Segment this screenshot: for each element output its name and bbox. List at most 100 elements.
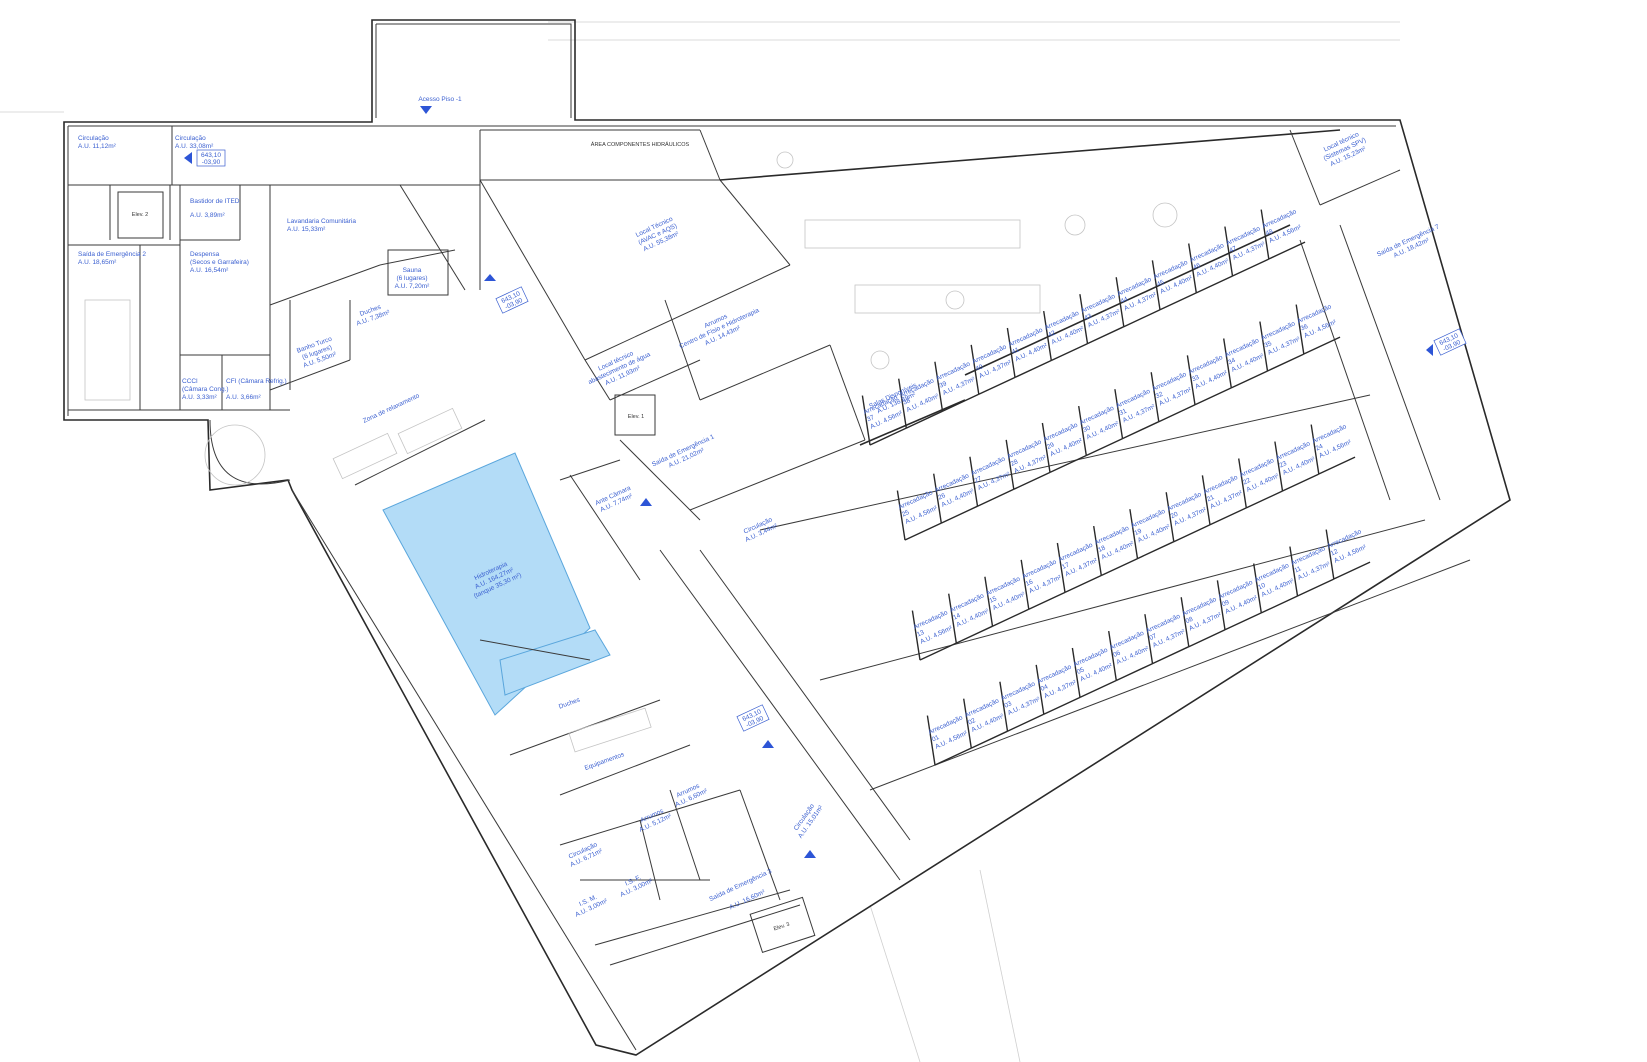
label-cfi: CFI (Câmara Refrig.) — [226, 378, 287, 385]
storage-unit-number: 25 — [901, 509, 911, 519]
label-bastidor: Bastidor de ITED — [190, 198, 240, 205]
storage-unit-number: 40 — [975, 363, 985, 373]
label-acesso-piso: Acesso Piso -1 — [418, 96, 462, 103]
storage-unit-number: 15 — [988, 595, 998, 605]
storage-unit-number: 38 — [902, 397, 912, 407]
svg-text:A.U. 3,89m²: A.U. 3,89m² — [190, 212, 226, 219]
storage-unit-number: 32 — [1155, 391, 1165, 401]
storage-unit-number: 09 — [1221, 599, 1231, 609]
interior-walls-left — [68, 126, 481, 485]
svg-text:(6 lugares): (6 lugares) — [396, 275, 427, 282]
label-duches-b: Duches — [558, 696, 582, 710]
storage-unit-number: 45 — [1156, 279, 1166, 289]
storage-unit-number: 33 — [1191, 374, 1201, 384]
svg-text:-03,90: -03,90 — [202, 159, 221, 166]
level-tag-b: 643,10 -03,90 — [495, 286, 529, 314]
label-area-componentes: ÁREA COMPONENTES HIDRÁULICOS — [591, 141, 690, 148]
arrow-up-icon — [640, 498, 652, 506]
storage-unit-number: 47 — [1228, 245, 1238, 255]
storage-unit-number: 02 — [967, 717, 977, 727]
storage-unit-number: 30 — [1082, 424, 1092, 434]
storage-unit-number: 13 — [916, 629, 926, 639]
svg-text:A.U. 3,66m²: A.U. 3,66m² — [226, 394, 262, 401]
svg-text:A.U. 11,12m²: A.U. 11,12m² — [78, 143, 117, 150]
storage-unit-number: 27 — [973, 475, 983, 485]
storage-unit-number: 48 — [1265, 228, 1275, 238]
storage-unit-number: 24 — [1315, 443, 1325, 453]
storage-unit-number: 39 — [938, 380, 948, 390]
storage-unit-number: 11 — [1293, 565, 1302, 574]
storage-unit-number: 34 — [1227, 357, 1237, 367]
storage-unit-number: 31 — [1118, 408, 1128, 418]
storage-unit-number: 28 — [1010, 458, 1020, 468]
storage-unit-number: 20 — [1170, 511, 1180, 521]
building-outline — [63, 19, 1511, 1056]
storage-unit-number: 06 — [1112, 649, 1122, 659]
label-elev3: Elev. 3 — [773, 922, 790, 933]
room-labels: Acesso Piso -1 ÁREA COMPONENTES HIDRÁULI… — [78, 96, 1441, 933]
storage-unit-number: 23 — [1278, 460, 1288, 470]
svg-text:A.U. 18,65m²: A.U. 18,65m² — [78, 259, 117, 266]
storage-unit-number: 18 — [1097, 544, 1107, 554]
arrow-left-icon — [1426, 344, 1433, 356]
storage-unit-number: 26 — [937, 492, 947, 502]
storage-unit-number: 42 — [1047, 329, 1057, 339]
pool-step — [499, 629, 611, 696]
label-ccc: CCCl — [182, 378, 198, 385]
label-sauna: Sauna — [403, 267, 422, 274]
interior-walls-core — [479, 129, 866, 581]
svg-text:A.U. 15,33m²: A.U. 15,33m² — [287, 226, 326, 233]
storage-unit-number: 46 — [1192, 262, 1202, 272]
level-arrows — [184, 106, 1433, 858]
south-rooms — [559, 789, 816, 966]
storage-unit-number: 35 — [1263, 340, 1273, 350]
arrow-up-icon — [484, 274, 496, 281]
svg-text:A.U. 33,08m²: A.U. 33,08m² — [175, 143, 214, 150]
svg-text:643,10: 643,10 — [201, 152, 221, 159]
storage-unit-number: 29 — [1046, 441, 1056, 451]
storage-unit-number: 04 — [1040, 683, 1050, 693]
label-zona-relaxamento: Zona de relaxamento — [362, 392, 421, 424]
storage-unit-number: 12 — [1330, 548, 1340, 558]
label-circulacao-a: Circulação — [78, 135, 109, 142]
storage-unit-number: 37 — [866, 414, 876, 424]
storage-unit-number: 05 — [1076, 666, 1086, 676]
svg-text:Centro de Físio e Hidroterapia: Centro de Físio e Hidroterapia — [678, 307, 760, 350]
background-grid — [0, 21, 1400, 1062]
label-equipamentos: Equipamentos — [584, 751, 626, 772]
svg-text:A.U. 7,20m²: A.U. 7,20m² — [395, 283, 431, 290]
svg-text:A.U. 16,54m²: A.U. 16,54m² — [190, 267, 229, 274]
storage-unit-number: 19 — [1133, 528, 1143, 538]
level-tag-d: 643,10 -03,90 — [736, 704, 770, 732]
arrow-left-icon — [184, 152, 192, 164]
storage-unit-number: 36 — [1300, 323, 1310, 333]
hydrotherapy-pool — [354, 419, 691, 796]
storage-unit-number: 22 — [1242, 477, 1252, 487]
storage-unit-number: 08 — [1185, 616, 1195, 626]
storage-wing-walls — [659, 129, 1471, 881]
storage-unit-number: 44 — [1120, 296, 1130, 306]
svg-text:(Câmara Cong.): (Câmara Cong.) — [182, 386, 229, 393]
label-circulacao-b: Circulação — [175, 135, 206, 142]
svg-text:A.U. 3,33m²: A.U. 3,33m² — [182, 394, 218, 401]
arrow-down-icon — [420, 106, 432, 114]
storage-unit-number: 03 — [1003, 700, 1013, 710]
svg-text:(Secos e Garrafeira): (Secos e Garrafeira) — [190, 259, 249, 266]
storage-unit-number: 14 — [952, 612, 962, 622]
level-tag-c: 643,10 -03,90 — [1433, 328, 1467, 356]
storage-unit-number: 43 — [1083, 313, 1093, 323]
storage-unit-number: 10 — [1257, 582, 1267, 592]
label-elev2: Elev. 2 — [132, 212, 148, 218]
label-saida-emergencia-2: Saída de Emergência 2 — [78, 251, 146, 258]
label-elev1: Elev. 1 — [628, 414, 644, 420]
storage-unit-number: 07 — [1148, 633, 1158, 643]
arrow-up-icon — [804, 850, 816, 858]
arrow-up-icon — [762, 740, 774, 748]
storage-unit-number: 21 — [1206, 494, 1216, 504]
storage-unit-number: 16 — [1025, 578, 1035, 588]
level-tag-a: 643,10 -03,90 — [196, 149, 226, 167]
label-despensa: Despensa — [190, 251, 220, 258]
storage-unit-number: 17 — [1061, 561, 1071, 571]
label-lavandaria: Lavandaria Comunitária — [287, 218, 356, 225]
